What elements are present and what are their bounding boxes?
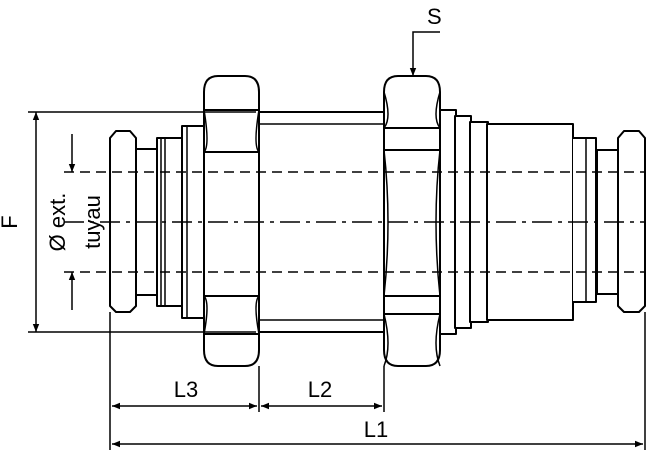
label-l3: L3 (174, 377, 198, 402)
label-f: F (0, 215, 22, 228)
left-hex-nut (203, 75, 260, 367)
right-hex-nut (383, 75, 441, 367)
dimension-s (409, 31, 440, 76)
label-s: S (427, 4, 442, 29)
label-diameter: Ø ext. (45, 193, 70, 252)
label-l1: L1 (364, 417, 388, 442)
dimension-f (28, 111, 256, 333)
extension-lines (109, 312, 646, 450)
label-tuyau: tuyau (80, 195, 105, 249)
hidden-lines (64, 171, 646, 273)
left-collet (109, 130, 137, 313)
label-l2: L2 (308, 377, 332, 402)
